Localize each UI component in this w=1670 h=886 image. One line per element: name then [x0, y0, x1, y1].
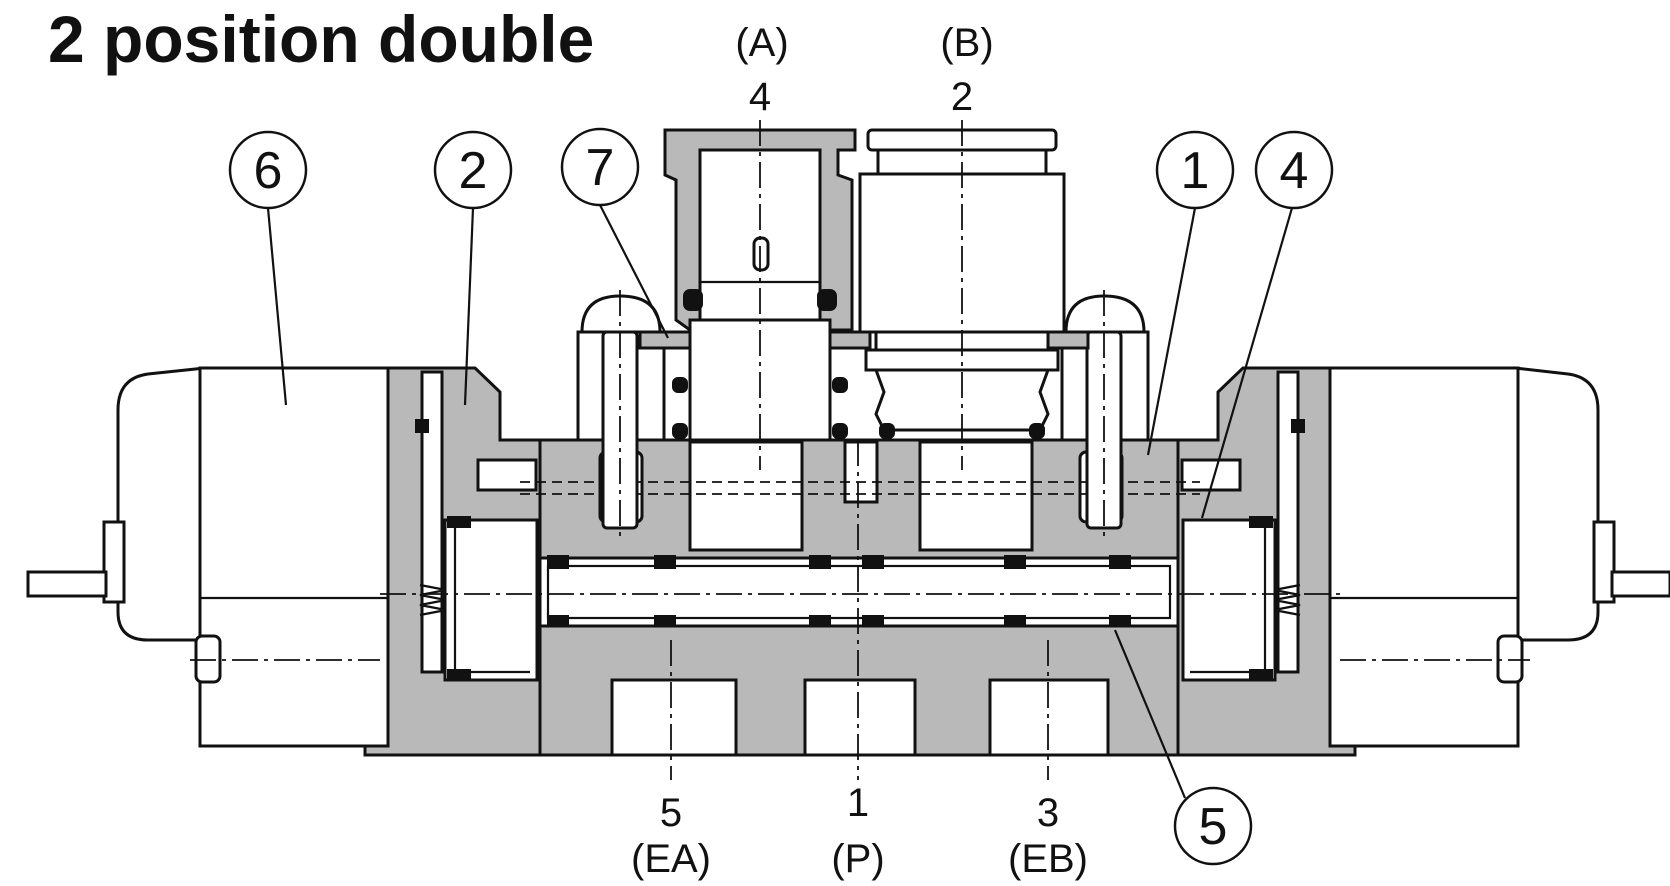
- diagram-title: 2 position double: [48, 2, 594, 76]
- port-p-letter: (P): [831, 837, 884, 881]
- right-end-block: [1176, 366, 1357, 757]
- right-mounting-screw: [1060, 290, 1150, 540]
- svg-text:2: 2: [459, 142, 488, 200]
- callout-5: 5: [1173, 786, 1253, 866]
- callout-1: 1: [1155, 130, 1235, 210]
- left-end-block: [363, 366, 542, 757]
- callout-6: 6: [228, 130, 308, 210]
- callout-1-leader: [1146, 207, 1197, 456]
- svg-text:6: 6: [254, 142, 283, 200]
- right-solenoid: [1328, 366, 1670, 748]
- left-mounting-screw: [576, 290, 666, 540]
- callout-4-leader: [1200, 207, 1294, 519]
- fitting-b-exterior: [828, 120, 1090, 470]
- port-a-letter: (A): [735, 21, 788, 65]
- left-solenoid: [26, 366, 390, 748]
- svg-text:7: 7: [586, 139, 615, 197]
- svg-text:5: 5: [1199, 798, 1228, 856]
- callout-7: 7: [560, 127, 640, 207]
- port-5-number: 5: [660, 791, 682, 835]
- upper-body: [520, 438, 1200, 560]
- spool-bore: [380, 555, 1340, 629]
- lower-body: [365, 624, 1355, 757]
- port-eb-letter: (EB): [1008, 837, 1088, 881]
- callout-6-leader: [266, 207, 288, 406]
- port-ea-letter: (EA): [631, 837, 711, 881]
- port-a-number: 4: [749, 75, 771, 119]
- fitting-a-sectioned: [638, 120, 857, 470]
- callout-2: 2: [433, 130, 513, 210]
- callout-5-leader: [1113, 629, 1187, 799]
- port-b-number: 2: [951, 75, 973, 119]
- port-b-letter: (B): [940, 21, 993, 65]
- svg-text:4: 4: [1280, 142, 1309, 200]
- port-3-number: 3: [1037, 791, 1059, 835]
- callout-2-leader: [463, 207, 475, 406]
- callout-7-leader: [599, 204, 669, 339]
- callout-4: 4: [1254, 130, 1334, 210]
- port-1-number: 1: [847, 781, 869, 825]
- svg-text:1: 1: [1181, 142, 1210, 200]
